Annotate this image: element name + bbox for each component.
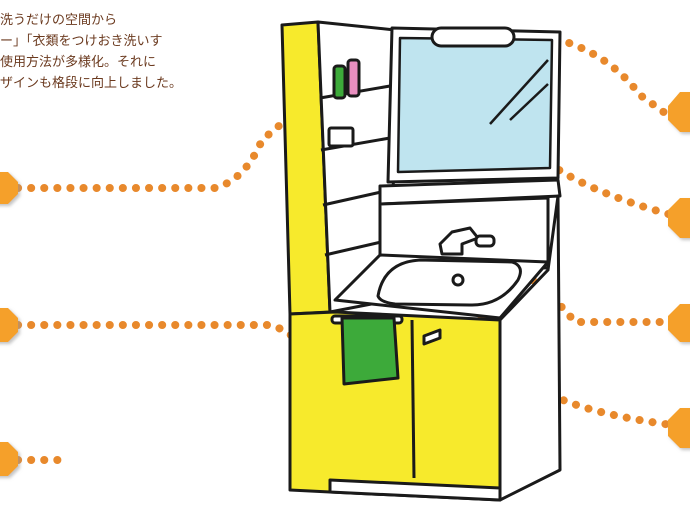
door-split [410,319,416,479]
intro-line-3: 使用方法が多様化。それに [0,55,157,70]
drain [451,273,465,287]
intro-line-4: ザインも格段に向上しました。 [0,76,183,91]
mirror-reflection [489,59,549,125]
door-handle-right [422,328,442,346]
faucet-handle [474,234,496,248]
towel [340,316,400,386]
tag-icon [668,198,690,238]
intro-line-1: 洗うだけの空間から [0,13,118,28]
vanity-unit [280,20,562,502]
right-tags [668,92,690,448]
tag-icon [0,308,18,342]
callout-line-left-1 [14,86,326,192]
tag-icon [0,442,18,476]
tag-icon [668,408,690,448]
shelf [320,136,391,152]
faucet [438,226,480,256]
bottle-pink [346,58,361,98]
mirror-reflection [509,83,549,121]
light-fixture [430,26,516,48]
plinth [328,478,502,502]
mirror-glass [396,36,554,174]
intro-line-2: ー」「衣類をつけおき洗いす [0,34,163,49]
intro-text: 洗うだけの空間から ー」「衣類をつけおき洗いす 使用方法が多様化。それに ザイン… [0,10,270,94]
sink-basin [376,258,522,307]
bottle-green [332,64,347,100]
tag-icon [0,172,18,204]
tag-icon [668,92,690,132]
tag-icon [668,304,690,342]
left-tags [0,172,18,476]
box [327,126,355,148]
callout-line-left-2 [14,321,334,389]
callout-line-right-1 [474,36,676,122]
